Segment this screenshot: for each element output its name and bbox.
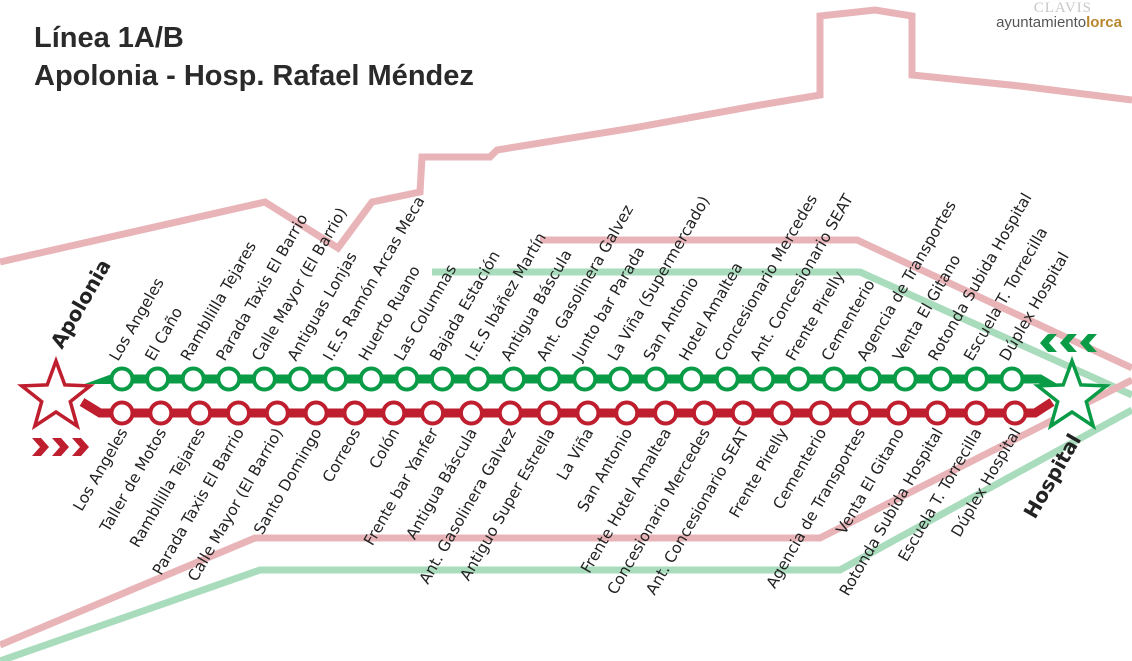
stop-marker[interactable] [429, 366, 455, 392]
logo: ayuntamientolorca [996, 14, 1122, 31]
stop-marker[interactable] [575, 400, 601, 426]
stop-marker[interactable] [225, 400, 251, 426]
line_b-track [109, 400, 1028, 426]
stop-marker[interactable] [323, 366, 349, 392]
stop-marker[interactable] [963, 400, 989, 426]
stop-marker[interactable] [358, 366, 384, 392]
stop-marker[interactable] [187, 400, 213, 426]
stop-marker[interactable] [465, 366, 491, 392]
stop-marker[interactable] [963, 366, 989, 392]
line_a-track [109, 366, 1025, 392]
direction-chevrons-green [1040, 334, 1097, 352]
terminal-hospital: Hospital [1019, 430, 1087, 523]
stop-marker[interactable] [886, 400, 912, 426]
stop-marker[interactable] [750, 366, 776, 392]
stop-marker[interactable] [287, 366, 313, 392]
bg-route-pink-top [540, 236, 1132, 372]
stop-marker[interactable] [999, 366, 1025, 392]
castle-outline [0, 6, 1132, 266]
green-connector-start [82, 374, 112, 385]
stop-marker[interactable] [148, 400, 174, 426]
stop-marker[interactable] [607, 366, 633, 392]
transit-lines [16, 334, 1112, 456]
end-star-icon [1032, 355, 1112, 431]
stop-marker[interactable] [497, 400, 523, 426]
stop-marker[interactable] [264, 400, 290, 426]
stop-marker[interactable] [643, 366, 669, 392]
stop-marker[interactable] [572, 366, 598, 392]
bg-route-green-bottom [0, 406, 1132, 661]
stop-marker[interactable] [216, 366, 242, 392]
chevron-icon [72, 438, 89, 456]
stop-marker[interactable] [394, 366, 420, 392]
stop-marker[interactable] [928, 366, 954, 392]
stop-marker[interactable] [251, 366, 277, 392]
stop-marker[interactable] [847, 400, 873, 426]
stop-marker[interactable] [924, 400, 950, 426]
chevron-icon [52, 438, 69, 456]
route-title: Apolonia - Hosp. Rafael Méndez [34, 60, 474, 92]
red-connector-start [79, 398, 112, 418]
terminal-apolonia: Apolonia [46, 255, 116, 353]
stop-marker[interactable] [145, 366, 171, 392]
stop-label: La Viña [553, 425, 597, 483]
stop-marker[interactable] [769, 400, 795, 426]
stop-marker[interactable] [536, 366, 562, 392]
stop-marker[interactable] [1002, 400, 1028, 426]
stop-marker[interactable] [458, 400, 484, 426]
chevron-icon [1040, 334, 1057, 352]
bg-route-pink-bottom [0, 376, 1132, 649]
stop-marker[interactable] [614, 400, 640, 426]
stop-marker[interactable] [785, 366, 811, 392]
stop-marker[interactable] [180, 366, 206, 392]
stop-label: Colón [366, 425, 404, 472]
start-star-icon [16, 355, 96, 431]
stop-label: Correos [319, 425, 364, 486]
direction-chevrons-red [32, 438, 89, 456]
stop-marker[interactable] [653, 400, 679, 426]
chevron-icon [32, 438, 49, 456]
background-outlines [0, 6, 1132, 661]
bg-route-green-top [432, 268, 1132, 399]
stop-marker[interactable] [420, 400, 446, 426]
logo-suffix: lorca [1086, 14, 1122, 31]
chevron-icon [1060, 334, 1077, 352]
line-title: Línea 1A/B [34, 22, 184, 54]
stop-marker[interactable] [109, 400, 135, 426]
stop-marker[interactable] [109, 366, 135, 392]
stop-marker[interactable] [892, 366, 918, 392]
stop-marker[interactable] [501, 366, 527, 392]
stop-marker[interactable] [381, 400, 407, 426]
stop-marker[interactable] [714, 366, 740, 392]
stop-marker[interactable] [342, 400, 368, 426]
logo-prefix: ayuntamiento [996, 14, 1087, 31]
logo-crest-text: CLAVIS [1033, 0, 1092, 16]
stop-marker[interactable] [536, 400, 562, 426]
stop-marker[interactable] [303, 400, 329, 426]
stop-marker[interactable] [821, 366, 847, 392]
stop-marker[interactable] [679, 366, 705, 392]
chevron-icon [1080, 334, 1097, 352]
stop-marker[interactable] [857, 366, 883, 392]
stop-marker[interactable] [691, 400, 717, 426]
stop-marker[interactable] [730, 400, 756, 426]
stop-marker[interactable] [808, 400, 834, 426]
